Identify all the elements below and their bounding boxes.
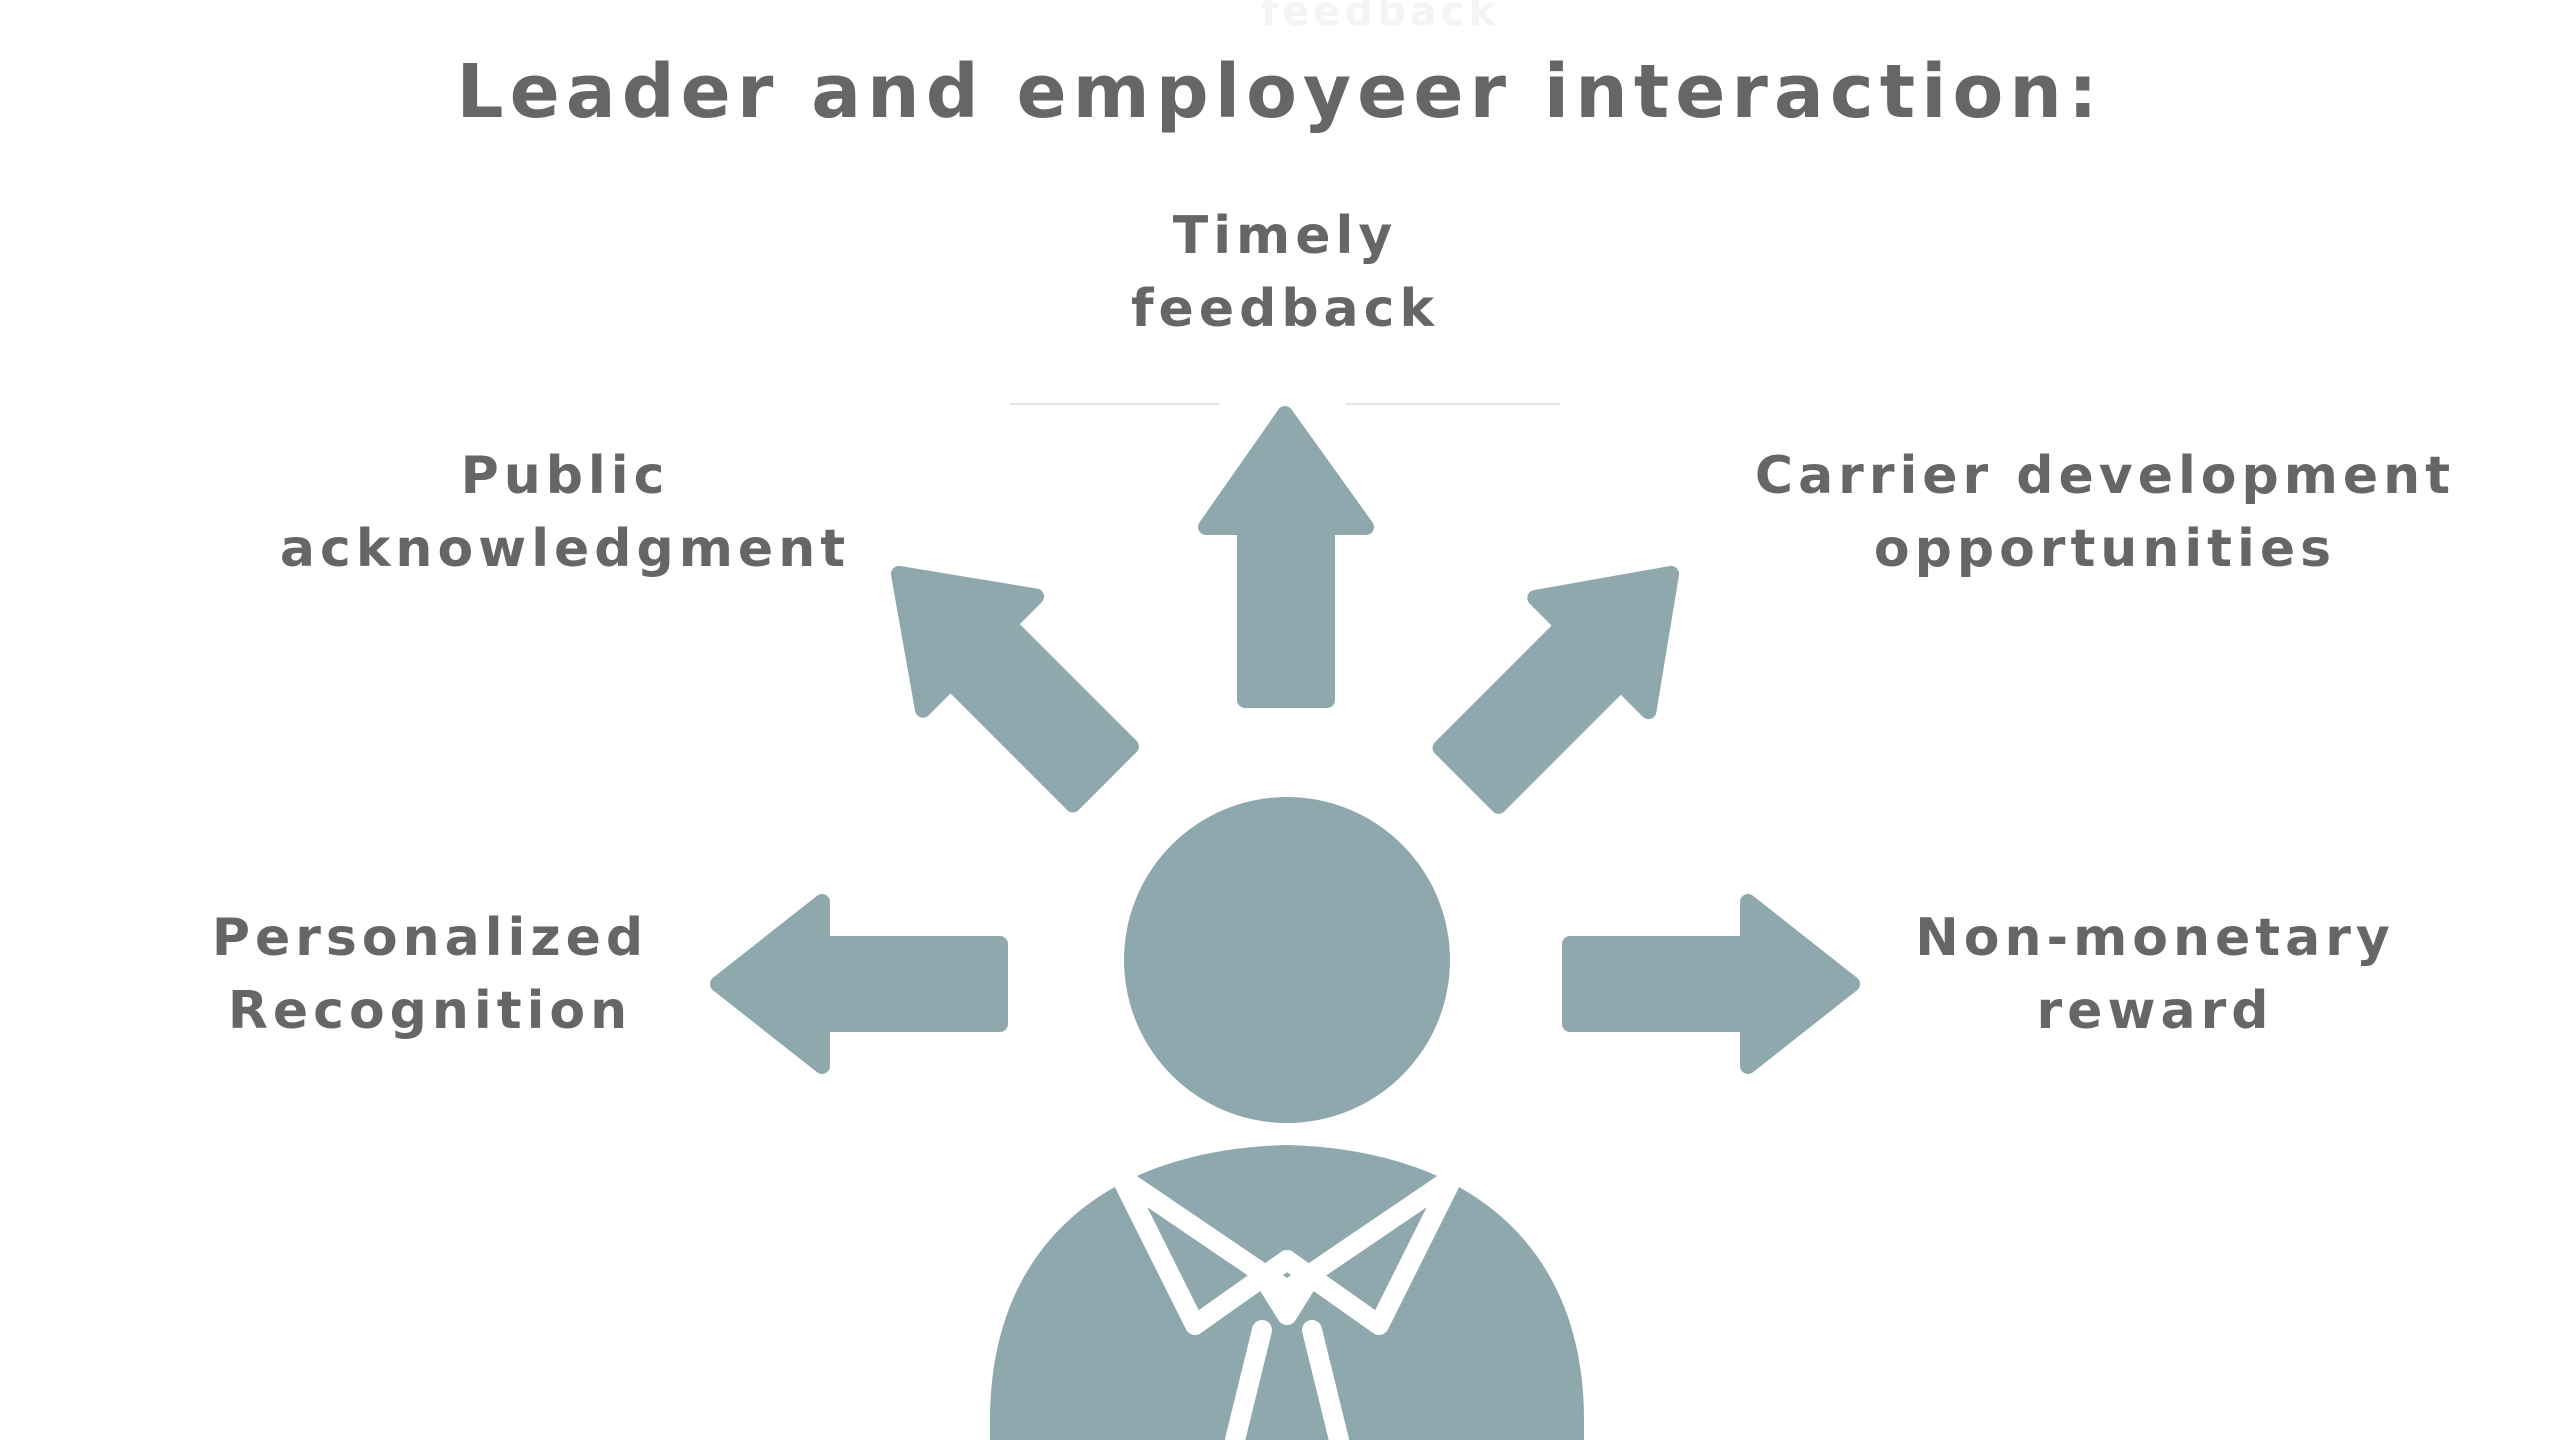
label-carrier-development: Carrier development opportunities: [1750, 440, 2460, 586]
arrow-group: [710, 406, 1860, 1074]
label-line: Public: [460, 446, 670, 506]
arrow-right-icon: [1562, 894, 1860, 1074]
label-line: feedback: [1130, 279, 1440, 339]
label-line: opportunities: [1873, 519, 2337, 579]
arrow-left-icon: [710, 894, 1008, 1074]
label-line: Carrier development: [1754, 446, 2456, 506]
businessperson-icon: [990, 797, 1584, 1440]
faded-ghost-text: feedback: [1260, 0, 1500, 35]
label-line: Non-monetary: [1915, 908, 2395, 968]
arrow-up-icon: [1198, 406, 1374, 708]
divider-right: [1345, 403, 1560, 405]
person-head-icon: [1124, 797, 1450, 1123]
label-non-monetary-reward: Non-monetary reward: [1890, 902, 2420, 1048]
label-line: acknowledgment: [279, 519, 851, 579]
label-line: Recognition: [227, 981, 633, 1041]
label-line: Personalized: [211, 908, 649, 968]
collar-and-tie-icon: [1115, 1170, 1459, 1440]
page-title: Leader and employeer interaction:: [456, 49, 2104, 135]
label-public-acknowledgment: Public acknowledgment: [255, 440, 875, 586]
arrow-upper-left-icon: [890, 565, 1139, 813]
label-line: reward: [2036, 981, 2274, 1041]
arrow-upper-right-icon: [1432, 565, 1680, 814]
label-timely-feedback: Timely feedback: [1085, 200, 1485, 346]
label-personalized-recognition: Personalized Recognition: [160, 902, 700, 1048]
divider-left: [1010, 403, 1220, 405]
label-line: Timely: [1172, 206, 1398, 266]
